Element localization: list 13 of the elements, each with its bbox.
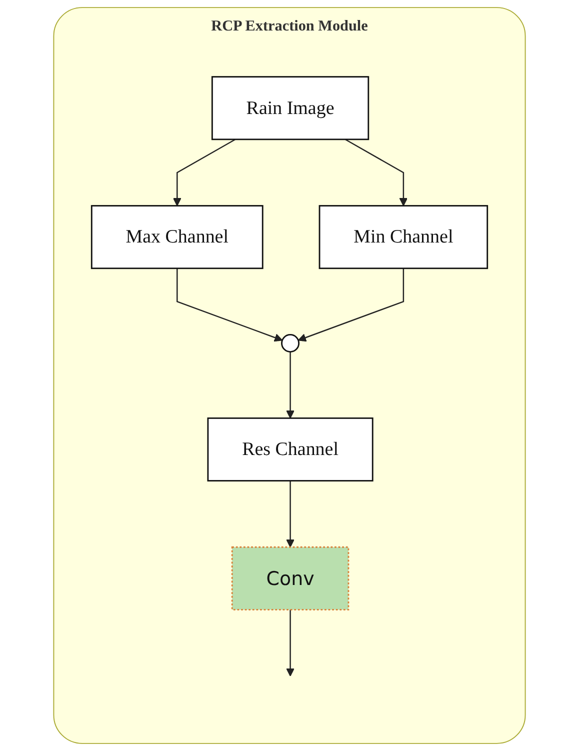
arrow bbox=[286, 610, 294, 676]
node-box: Max Channel bbox=[90, 205, 264, 270]
arrow bbox=[176, 268, 283, 342]
arrow bbox=[298, 268, 404, 342]
arrow bbox=[172, 138, 236, 206]
arrow bbox=[286, 480, 294, 548]
arrow bbox=[286, 352, 294, 419]
node-box: Rain Image bbox=[211, 76, 370, 140]
node-box: Conv bbox=[231, 546, 350, 610]
node-box: Min Channel bbox=[318, 205, 488, 270]
node-box: Res Channel bbox=[207, 417, 374, 482]
arrow bbox=[344, 138, 408, 206]
node-circle bbox=[281, 334, 300, 352]
